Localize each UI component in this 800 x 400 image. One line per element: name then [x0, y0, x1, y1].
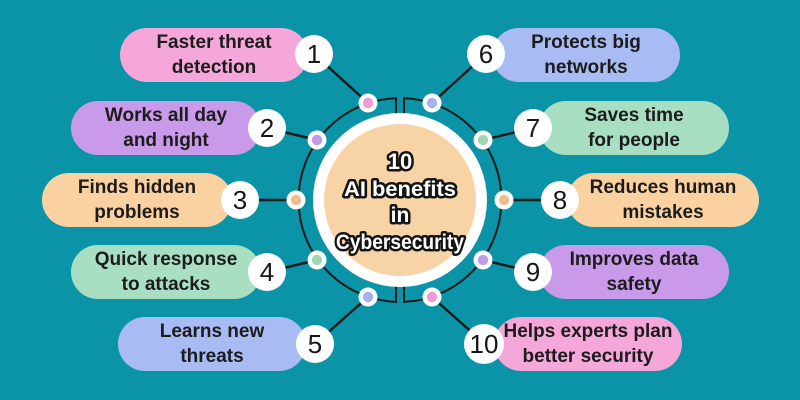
benefit-pill-7: Saves time for people	[539, 101, 729, 155]
dot-5	[362, 291, 374, 303]
dot-1	[362, 97, 374, 109]
benefit-label-2: Works all day and night	[104, 105, 228, 151]
benefit-pill-8: Reduces human mistakes	[567, 173, 759, 227]
number-badge-7: 7	[514, 109, 552, 147]
dot-ring-10	[422, 287, 442, 307]
benefit-pill-4: Quick response to attacks	[71, 245, 261, 299]
center-circle: 10 AI benefits in Cybersecurity	[313, 113, 487, 287]
dot-10	[426, 291, 438, 303]
number-badge-4: 4	[248, 253, 286, 291]
dot-8	[498, 194, 510, 206]
dot-ring-3	[286, 190, 306, 210]
dot-ring-1	[358, 93, 378, 113]
dot-3	[290, 194, 302, 206]
benefit-pill-6: Protects big networks	[492, 28, 680, 82]
center-title-line-1: 10	[388, 149, 412, 174]
dot-ring-5	[358, 287, 378, 307]
number-badge-1: 1	[295, 35, 333, 73]
benefit-label-6: Protects big networks	[531, 32, 641, 78]
center-title-line-2: AI benefits	[344, 178, 456, 201]
number-badge-8: 8	[541, 181, 579, 219]
benefit-label-5: Learns new threats	[159, 321, 265, 367]
benefit-label-8: Reduces human mistakes	[589, 177, 737, 223]
benefit-label-9: Improves data safety	[569, 249, 699, 295]
benefit-pill-10: Helps experts plan better security	[494, 317, 682, 371]
benefit-label-4: Quick response to attacks	[94, 249, 238, 295]
dot-ring-6	[422, 93, 442, 113]
number-badge-2: 2	[248, 109, 286, 147]
benefit-label-10: Helps experts plan better security	[503, 321, 673, 367]
benefit-label-7: Saves time for people	[584, 105, 684, 151]
benefit-pill-1: Faster threat detection	[120, 28, 308, 82]
number-badge-9: 9	[514, 253, 552, 291]
benefit-pill-5: Learns new threats	[118, 317, 306, 371]
benefit-pill-2: Works all day and night	[71, 101, 261, 155]
center-title: 10 AI benefits in Cybersecurity	[334, 147, 467, 257]
dot-6	[426, 97, 438, 109]
center-title-line-3: in	[391, 204, 410, 227]
number-badge-3: 3	[221, 181, 259, 219]
number-badge-5: 5	[296, 325, 334, 363]
dot-ring-8	[494, 190, 514, 210]
benefit-pill-3: Finds hidden problems	[42, 173, 232, 227]
center-title-line-4: Cybersecurity	[336, 231, 464, 254]
number-badge-6: 6	[467, 35, 505, 73]
number-badge-10: 10	[464, 324, 504, 364]
benefit-label-3: Finds hidden problems	[77, 177, 197, 223]
benefit-pill-9: Improves data safety	[539, 245, 729, 299]
benefit-label-1: Faster threat detection	[156, 32, 272, 78]
